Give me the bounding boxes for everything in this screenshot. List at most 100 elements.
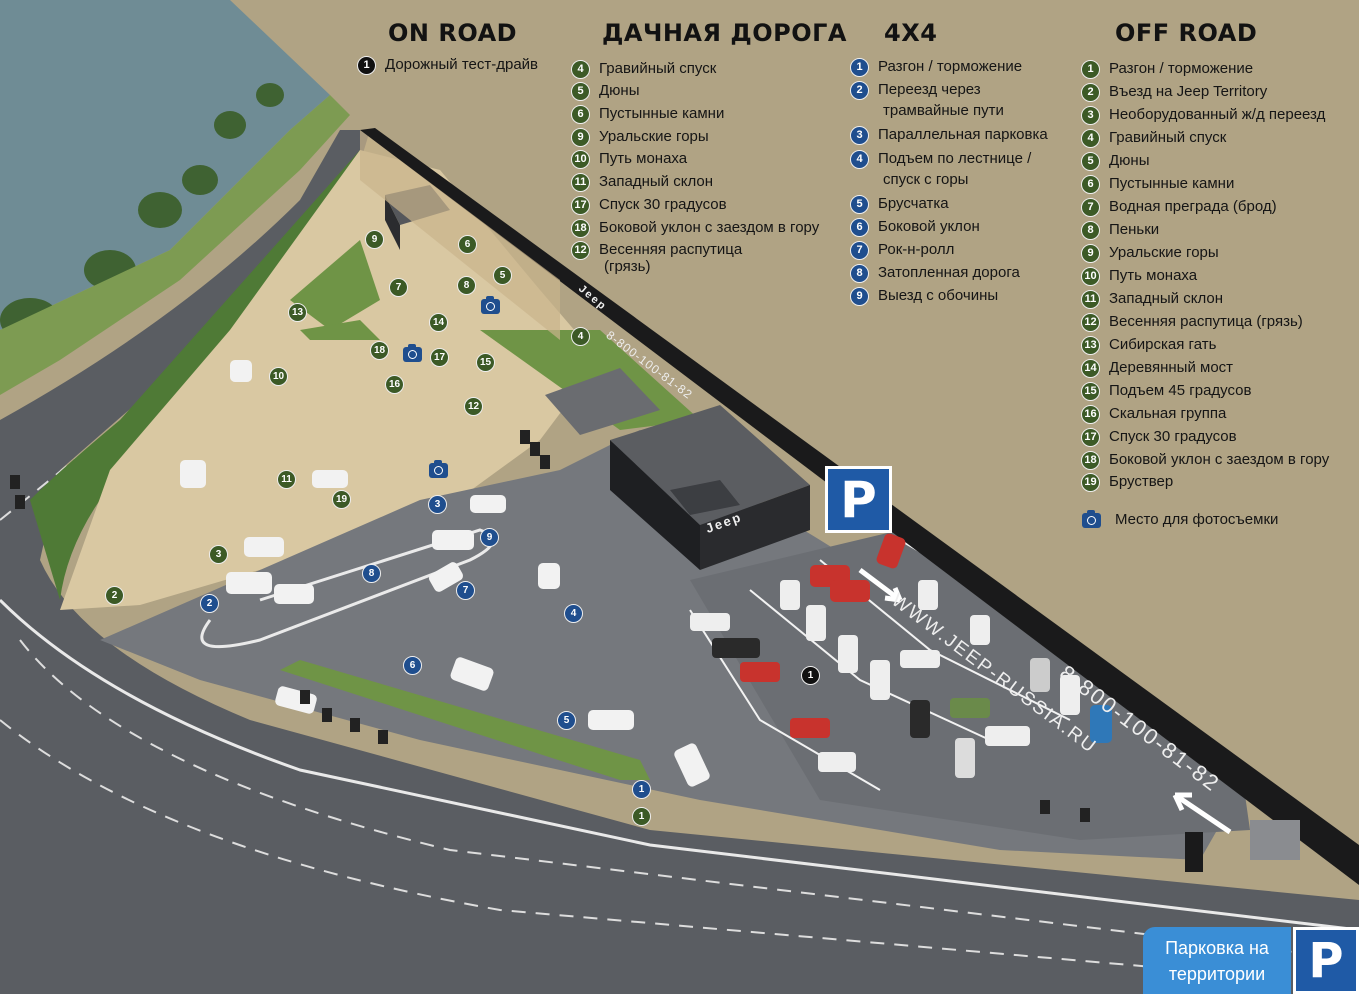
map-marker-blue[interactable]: 3 [428, 495, 447, 514]
map-marker-blue[interactable]: 7 [456, 581, 475, 600]
map-marker-green[interactable]: 5 [493, 266, 512, 285]
legend-item-photo-spot: Место для фотосъемки [1082, 509, 1278, 531]
legend-label: Параллельная парковка [878, 126, 1048, 143]
legend-badge: 11 [571, 172, 590, 192]
parked-cars [690, 533, 1112, 778]
legend-item-off-road: 9 Уральские горы [1081, 242, 1219, 264]
map-marker-green[interactable]: 9 [365, 230, 384, 249]
map-marker-green[interactable]: 13 [288, 303, 307, 322]
legend-label: Путь монаха [599, 150, 688, 167]
legend-label: Уральские горы [1109, 244, 1219, 261]
legend-item-dacha: 11 Западный склон [571, 171, 713, 193]
map-marker-green[interactable]: 1 [632, 807, 651, 826]
parking-banner-label: Парковка на территории [1143, 927, 1291, 994]
legend-badge: 15 [1081, 381, 1100, 401]
legend-label: Затопленная дорога [878, 264, 1020, 281]
legend-badge: 1 [850, 57, 869, 77]
map-marker-blue[interactable]: 8 [362, 564, 381, 583]
map-marker-blue[interactable]: 4 [564, 604, 583, 623]
legend-badge: 5 [571, 81, 590, 101]
map-marker-green[interactable]: 17 [430, 348, 449, 367]
legend-badge: 12 [1081, 312, 1100, 332]
legend-label-line2: трамвайные пути [883, 102, 1004, 119]
legend-label: Брусчатка [878, 195, 949, 212]
legend-badge: 3 [850, 125, 869, 145]
legend-title-dacha-road: ДАЧНАЯ ДОРОГА [602, 19, 847, 47]
parking-sign: P [825, 466, 892, 533]
map-marker-black[interactable]: 1 [801, 666, 820, 685]
map-marker-blue[interactable]: 9 [480, 528, 499, 547]
legend-badge: 7 [1081, 197, 1100, 217]
legend-badge: 6 [1081, 174, 1100, 194]
map-marker-green[interactable]: 18 [370, 341, 389, 360]
map-marker-green[interactable]: 10 [269, 367, 288, 386]
legend-label: Пустынные камни [599, 105, 725, 122]
map-marker-green[interactable]: 19 [332, 490, 351, 509]
map-marker-green[interactable]: 3 [209, 545, 228, 564]
legend-badge: 19 [1081, 472, 1100, 492]
legend-badge: 5 [1081, 151, 1100, 171]
legend-item-off-road: 7 Водная преграда (брод) [1081, 196, 1277, 218]
map-marker-blue[interactable]: 5 [557, 711, 576, 730]
map-marker-green[interactable]: 2 [105, 586, 124, 605]
legend-label: Западный склон [599, 173, 714, 190]
lake [0, 0, 330, 330]
legend-label: Дюны [1109, 152, 1150, 169]
legend-label: Рок-н-ролл [878, 241, 955, 258]
legend-label: Боковой уклон [878, 218, 980, 235]
map-marker-blue[interactable]: 1 [632, 780, 651, 799]
showroom-front [610, 440, 700, 570]
legend-label: Выезд с обочины [878, 287, 999, 304]
map-marker-green[interactable]: 14 [429, 313, 448, 332]
pavilion-roof [545, 368, 660, 435]
legend-badge: 8 [1081, 220, 1100, 240]
map-marker-blue[interactable]: 2 [200, 594, 219, 613]
legend-badge: 9 [571, 127, 590, 147]
legend-label: Подъем по лестнице / [878, 150, 1032, 167]
photo-spot-icon[interactable] [481, 296, 500, 314]
legend-title-4x4: 4X4 [884, 19, 938, 47]
legend-badge: 4 [571, 59, 590, 79]
legend-badge: 3 [1081, 105, 1100, 125]
photo-spot-icon[interactable] [403, 344, 422, 362]
legend-label: Боковой уклон с заездом в гору [1109, 451, 1330, 468]
legend-label: Водная преграда (брод) [1109, 198, 1277, 215]
legend-badge: 5 [850, 194, 869, 214]
map-marker-green[interactable]: 15 [476, 353, 495, 372]
legend-label: Место для фотосъемки [1115, 511, 1279, 528]
legend-item-off-road: 5 Дюны [1081, 150, 1149, 172]
map-marker-green[interactable]: 16 [385, 375, 404, 394]
grass-bank [0, 95, 350, 395]
photo-spot-icon[interactable] [429, 460, 448, 478]
legend-label: Дорожный тест-драйв [385, 56, 539, 73]
map-marker-green[interactable]: 8 [457, 276, 476, 295]
map-marker-green[interactable]: 11 [277, 470, 296, 489]
parking-banner[interactable]: Парковка на территории P [1143, 927, 1359, 994]
map-marker-green[interactable]: 7 [389, 278, 408, 297]
legend-badge: 2 [1081, 82, 1100, 102]
legend-badge: 6 [850, 217, 869, 237]
legend-label: Скальная группа [1109, 405, 1227, 422]
legend-badge: 9 [1081, 243, 1100, 263]
map-marker-green[interactable]: 6 [458, 235, 477, 254]
map-marker-blue[interactable]: 6 [403, 656, 422, 675]
security-booth [1250, 820, 1300, 860]
map-marker-green[interactable]: 12 [464, 397, 483, 416]
map-marker-green[interactable]: 4 [571, 327, 590, 346]
legend-label: Пустынные камни [1109, 175, 1235, 192]
legend-badge: 4 [850, 149, 869, 169]
legend-badge: 17 [571, 195, 590, 215]
